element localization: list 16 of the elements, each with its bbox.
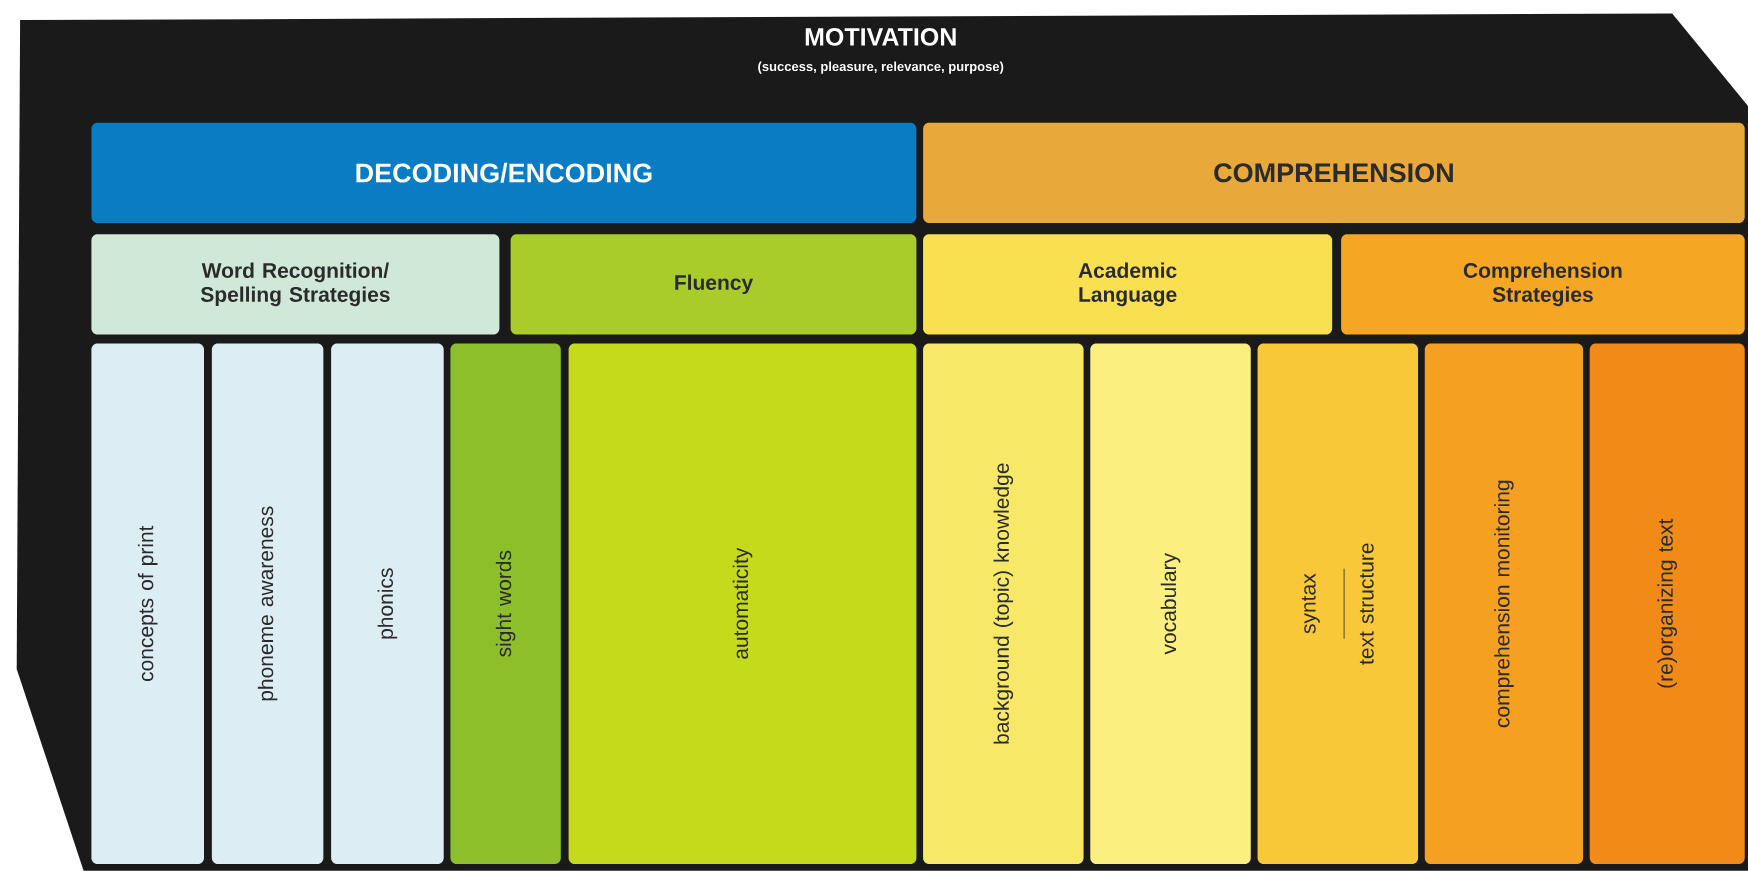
skill-column: syntax text structure bbox=[1257, 343, 1419, 864]
skill-column: comprehension monitoring bbox=[1424, 343, 1584, 864]
skill-column: sight words bbox=[450, 343, 561, 864]
category-banner: DECODING/ENCODING bbox=[91, 122, 917, 223]
skill-column: background (topic) knowledge bbox=[923, 343, 1084, 864]
skill-column: concepts of print bbox=[91, 343, 204, 864]
skill-column: vocabulary bbox=[1090, 343, 1251, 864]
skill-column: phoneme awareness bbox=[211, 343, 324, 864]
category-banner: COMPREHENSION bbox=[923, 122, 1745, 223]
skill-box: Word Recognition/ Spelling Strategies bbox=[91, 234, 500, 335]
skill-column: (re)organizing text bbox=[1589, 343, 1745, 864]
skill-box: Comprehension Strategies bbox=[1341, 234, 1745, 335]
skill-column: phonics bbox=[331, 343, 444, 864]
skill-box: Fluency bbox=[510, 234, 917, 335]
skill-box: Academic Language bbox=[923, 234, 1333, 335]
skill-column: automaticity bbox=[568, 343, 917, 864]
